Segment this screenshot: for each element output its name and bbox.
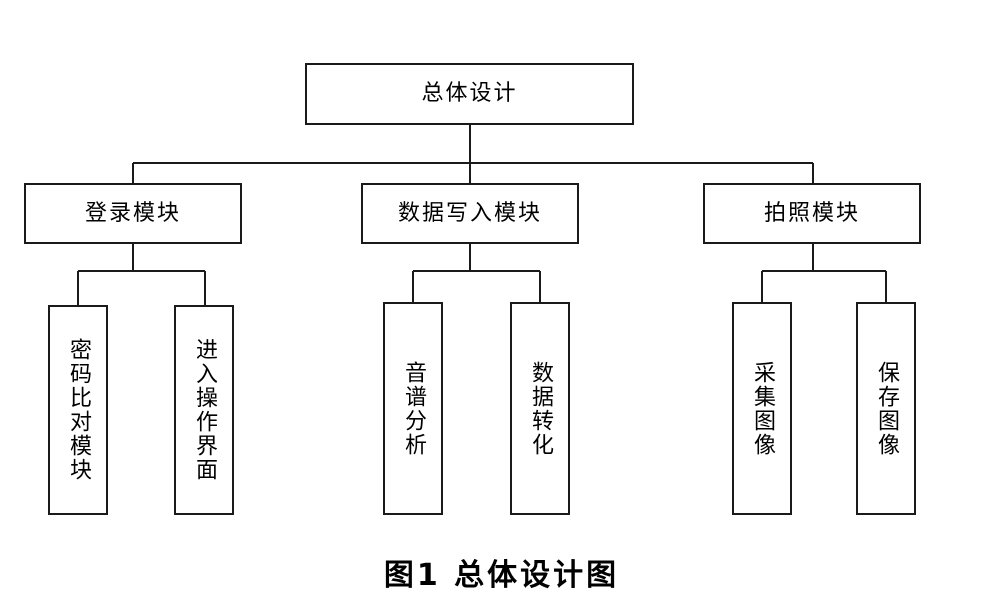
module-photo-box: 拍照模块 — [703, 183, 921, 244]
module-data-write-box: 数据写入模块 — [361, 183, 579, 244]
leaf-save-image-label: 保存图像 — [874, 360, 899, 457]
connector-lines — [77, 125, 887, 305]
system-design-diagram: 总体设计 登录模块 数据写入模块 拍照模块 密码比对模块 进入操作界面 音谱分析… — [24, 63, 921, 593]
leaf-capture-image-box: 采集图像 — [732, 302, 792, 515]
leaf-spectrum-analysis-box: 音谱分析 — [383, 302, 443, 515]
leaf-save-image-box: 保存图像 — [856, 302, 916, 515]
leaf-spectrum-analysis-label: 音谱分析 — [401, 360, 426, 457]
leaf-capture-image-label: 采集图像 — [750, 360, 775, 457]
module-photo-label: 拍照模块 — [763, 200, 860, 226]
leaf-data-conversion-label: 数据转化 — [528, 360, 553, 457]
module-data-write-label: 数据写入模块 — [397, 200, 542, 226]
leaf-data-conversion-box: 数据转化 — [510, 302, 570, 515]
module-login-box: 登录模块 — [24, 183, 242, 244]
root-node-box: 总体设计 — [305, 63, 634, 125]
leaf-enter-interface-box: 进入操作界面 — [174, 305, 234, 515]
root-node-label: 总体设计 — [421, 81, 518, 106]
leaf-enter-interface-label: 进入操作界面 — [192, 338, 217, 482]
leaf-password-compare-label: 密码比对模块 — [66, 338, 91, 482]
leaf-password-compare-box: 密码比对模块 — [48, 305, 108, 515]
module-login-label: 登录模块 — [84, 200, 181, 226]
figure-caption: 图1 总体设计图 — [383, 558, 620, 593]
